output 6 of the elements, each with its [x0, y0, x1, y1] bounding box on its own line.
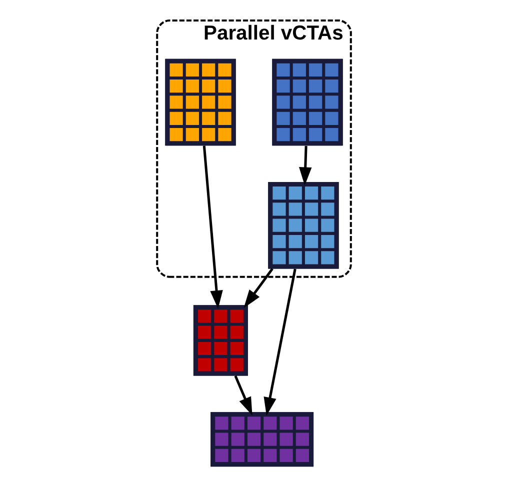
arrow — [243, 268, 273, 308]
arrow — [298, 146, 312, 186]
cluster: Parallel vCTAs — [156, 19, 352, 278]
arrow — [202, 146, 222, 309]
arrow — [263, 268, 296, 416]
arrow — [234, 375, 252, 416]
